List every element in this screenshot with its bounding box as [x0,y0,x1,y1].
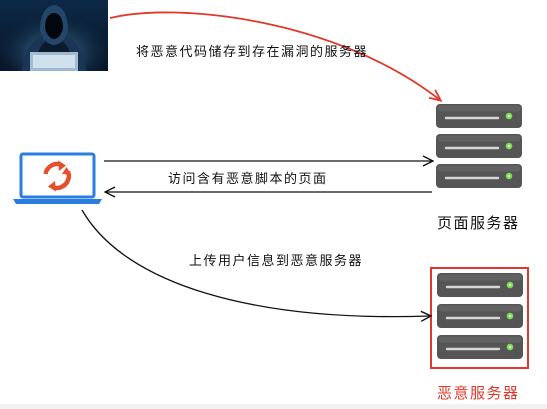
access-page-label: 访问含有恶意脚本的页面 [168,171,328,187]
laptop-refresh-icon [13,152,102,204]
store-code-label: 将恶意代码储存到存在漏洞的服务器 [136,44,368,60]
store-code-arrow [109,11,440,100]
page-server-label: 页面服务器 [437,214,520,232]
refresh-icon [43,160,72,192]
bottom-divider [0,404,547,409]
hacker-icon [0,0,108,71]
upload-info-arrow [81,209,430,317]
upload-info-label: 上传用户信息到恶意服务器 [189,253,363,269]
page-server-icon [434,102,524,190]
malicious-server-label: 恶意服务器 [437,384,520,402]
malicious-server-icon [430,267,529,369]
